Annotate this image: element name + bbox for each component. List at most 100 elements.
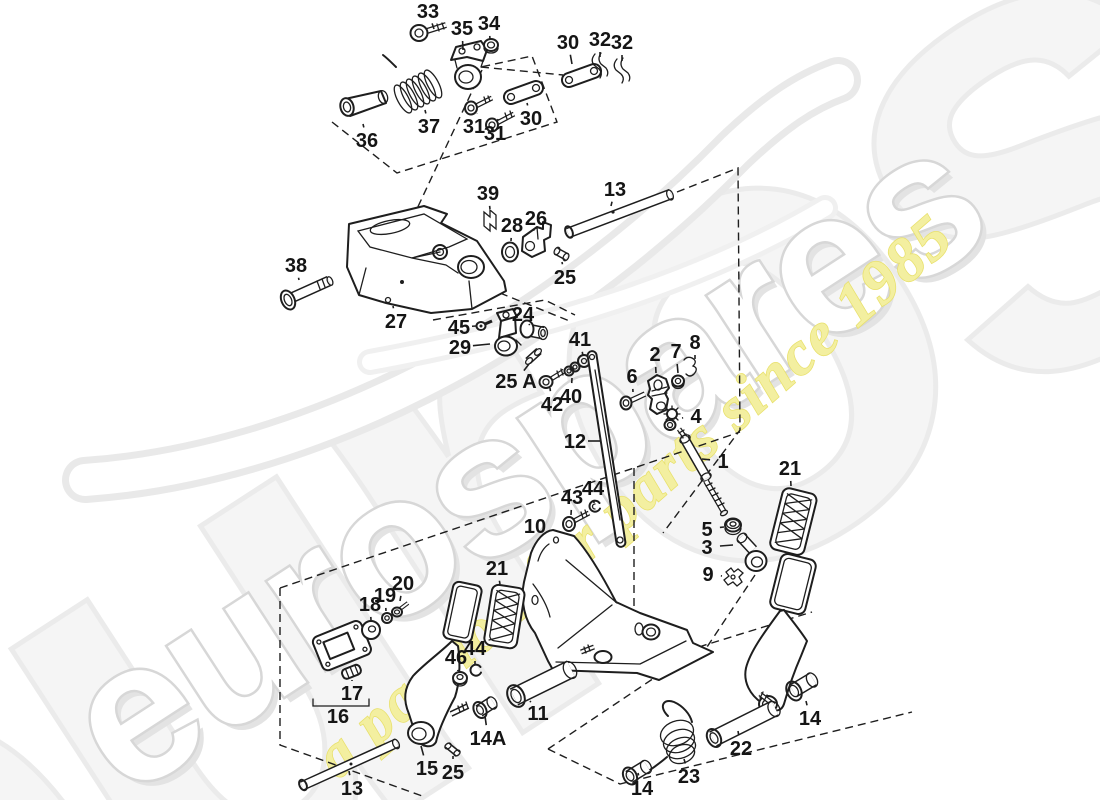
part-11-roller: [506, 660, 578, 708]
part-label-12-25: 12: [564, 431, 586, 453]
part-label-5-33: 5: [701, 519, 712, 541]
part-30-link: [502, 79, 545, 106]
part-21-pedal-pad-left: [483, 583, 526, 650]
part-18-disc: [361, 620, 381, 640]
part-label-36-6: 36: [356, 130, 378, 152]
part-40-washers: [563, 361, 581, 377]
part-label-7-28: 7: [670, 341, 681, 363]
part-label-11-47: 11: [527, 703, 548, 725]
part-label-25A-21: 25 A: [495, 371, 537, 393]
part-label-18-42: 18: [359, 594, 381, 616]
part-label-20-40: 20: [392, 573, 414, 595]
leader-line-14-55: [637, 772, 640, 776]
part-label-38-16: 38: [285, 255, 307, 277]
part-6-bolt: [619, 391, 647, 411]
leader-line-33-0: [431, 23, 435, 30]
part-8-clip: [683, 356, 697, 377]
part-14-bushing-right: [785, 672, 819, 702]
part-label-19-41: 19: [374, 585, 396, 607]
part-label-44-37: 44: [582, 478, 605, 500]
part-label-34-2: 34: [478, 13, 501, 35]
part-label-1-31: 1: [717, 451, 728, 473]
part-label-9-35: 9: [702, 564, 713, 586]
part-29-lever: [494, 308, 522, 357]
leader-line-1-31: [701, 458, 711, 461]
part-26-bracket: [521, 221, 552, 258]
leader-line-23-54: [683, 758, 687, 764]
part-10-pedal-bracket: [521, 529, 714, 681]
part-label-3-34: 3: [701, 537, 712, 559]
leader-line-21-39: [498, 580, 501, 585]
part-20-bolt: [391, 601, 410, 618]
part-label-46-45: 46: [445, 647, 467, 669]
part-label-29-20: 29: [449, 337, 471, 359]
part-31-bolt-b: [485, 110, 516, 133]
part-label-28-12: 28: [501, 215, 523, 237]
part-label-21-32: 21: [779, 458, 801, 480]
part-label-27-17: 27: [385, 311, 407, 333]
leader-line-3-34: [719, 544, 734, 547]
part-label-42-22: 42: [541, 394, 563, 416]
leader-line-14-52: [805, 700, 808, 706]
part-30-link-b: [560, 62, 603, 89]
part-33-bolt: [409, 22, 447, 42]
part-31-bolt: [464, 95, 494, 116]
leader-line-13-51: [348, 770, 351, 776]
part-label-2-27: 2: [649, 344, 660, 366]
part-label-25-15: 25: [554, 267, 576, 289]
part-label-39-11: 39: [477, 183, 499, 205]
part-44-washer-b: [469, 663, 482, 677]
part-label-4-30: 4: [690, 406, 702, 428]
part-13-rod: [564, 188, 675, 239]
part-label-26-13: 26: [525, 208, 547, 230]
part-4-joint: [663, 405, 681, 431]
leader-line-25A-21: [523, 363, 530, 372]
part-25-pin: [553, 246, 570, 262]
part-label-32-4: 32: [589, 29, 611, 51]
brake-pedal-arm: [744, 552, 817, 713]
part-28-washer: [501, 241, 519, 263]
part-25a-pin: [524, 348, 543, 365]
leader-line-13-14: [610, 201, 613, 207]
part-label-13-14: 13: [604, 179, 626, 201]
part-label-22-53: 22: [730, 738, 752, 760]
part-label-8-29: 8: [689, 332, 700, 354]
part-label-25-50: 25: [442, 762, 464, 784]
leader-line-7-28: [676, 363, 679, 374]
part-label-45-18: 45: [448, 317, 470, 339]
leader-line-30-3: [569, 54, 573, 65]
part-34-nut: [483, 38, 499, 54]
part-label-15-49: 15: [416, 758, 438, 780]
part-32-clip-b: [613, 57, 631, 84]
part-label-31-9: 31: [484, 123, 506, 145]
leader-line-20-40: [399, 595, 402, 602]
part-label-14A-48: 14A: [470, 728, 507, 750]
part-7-nut: [671, 374, 685, 390]
part-2-clevis: [647, 374, 670, 415]
leader-line-10-38: [543, 532, 546, 535]
part-label-35-1: 35: [451, 18, 473, 40]
part-3-link: [736, 532, 768, 572]
part-label-6-26: 6: [626, 366, 637, 388]
part-label-43-36: 43: [561, 487, 583, 509]
part-label-32-5: 32: [611, 32, 633, 54]
part-27-pedal-mount-bracket: [346, 205, 507, 314]
part-9-clip: [723, 567, 744, 587]
part-label-14-52: 14: [799, 708, 822, 730]
part-label-16-44: 16: [327, 706, 349, 728]
part-label-21-39: 21: [486, 558, 508, 580]
group-bracket-16: [312, 698, 370, 707]
part-label-24-19: 24: [512, 304, 535, 326]
part-14a-bushing: [472, 696, 498, 720]
leader-line-11-47: [529, 700, 532, 703]
leader-line-36-6: [362, 123, 365, 128]
part-35-pivot-bracket: [450, 40, 488, 90]
part-label-40-23: 40: [560, 386, 582, 408]
part-5-nut: [724, 517, 742, 536]
part-14-bushing-bottom: [621, 759, 653, 786]
part-19-washer: [381, 612, 393, 624]
part-label-30-3: 30: [557, 32, 579, 54]
part-label-41-24: 41: [569, 329, 591, 351]
